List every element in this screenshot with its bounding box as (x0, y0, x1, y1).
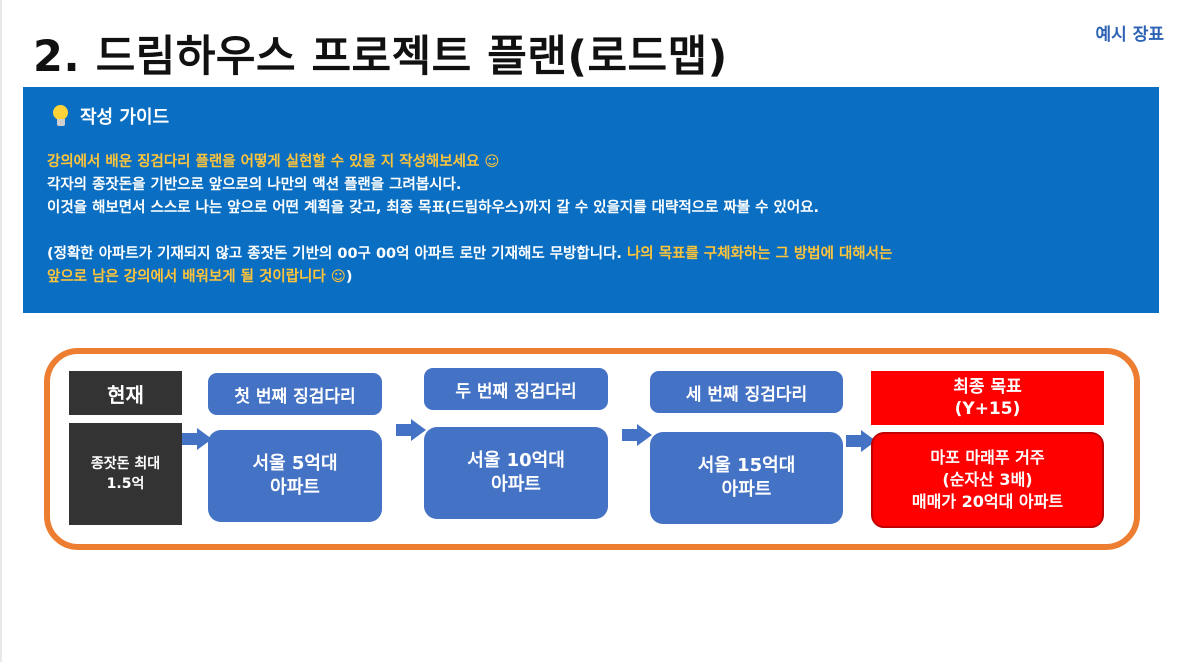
step-1-header: 첫 번째 징검다리 (208, 373, 382, 415)
current-header: 현재 (69, 371, 182, 415)
step-1-target: 서울 5억대 아파트 (208, 430, 382, 522)
step-2-header: 두 번째 징검다리 (424, 368, 608, 410)
page-title: 2. 드림하우스 프로젝트 플랜(로드맵) (33, 32, 728, 82)
final-goal-year: (Y+15) (954, 399, 1021, 419)
arrow-right-icon (396, 419, 426, 441)
final-goal-target: 마포 마래푸 거주 (순자산 3배) 매매가 20억대 아파트 (871, 432, 1104, 528)
guide-note-highlight: 나의 목표를 구체화하는 그 방법에 대해서는 (626, 246, 893, 262)
arrow-right-icon (622, 424, 652, 446)
guide-line: 각자의 종잣돈을 기반으로 앞으로의 나만의 액션 플랜을 그려봅시다. (47, 177, 462, 193)
final-goal-title: 최종 목표 (953, 377, 1022, 397)
guide-line: 앞으로 남은 강의에서 배워보게 될 것이랍니다 ☺) (47, 266, 1135, 289)
step-2-target: 서울 10억대 아파트 (424, 427, 608, 519)
guide-note-highlight: 앞으로 남은 강의에서 배워보게 될 것이랍니다 ☺ (47, 269, 346, 285)
slide-edge (0, 0, 2, 662)
final-goal-line: 매매가 20억대 아파트 (911, 492, 1064, 511)
current-line: 1.5억 (106, 476, 145, 492)
guide-line: 강의에서 배운 징검다리 플랜을 어떻게 실현할 수 있을 지 작성해보세요 ☺ (47, 154, 500, 170)
current-seed-money: 종잣돈 최대 1.5억 (69, 423, 182, 525)
current-line: 종잣돈 최대 (90, 456, 161, 472)
guide-line: 이것을 해보면서 스스로 나는 앞으로 어떤 계획을 갖고, 최종 목표(드림하… (47, 200, 820, 216)
step-3-target: 서울 15억대 아파트 (650, 432, 843, 524)
step-3-line: 아파트 (721, 479, 772, 500)
step-2-line: 아파트 (491, 474, 541, 495)
final-goal-header: 최종 목표 (Y+15) (871, 371, 1104, 425)
step-1-line: 아파트 (270, 477, 320, 498)
step-1-line: 서울 5억대 (252, 453, 338, 474)
guide-note: (정확한 아파트가 기재되지 않고 종잣돈 기반의 00구 00억 아파트 로만… (47, 246, 627, 262)
guide-header: 작성 가이드 (52, 103, 1135, 129)
final-goal-line: (순자산 3배) (942, 470, 1033, 489)
roadmap-frame (44, 348, 1140, 550)
step-2-line: 서울 10억대 (467, 450, 565, 471)
step-3-line: 서울 15억대 (697, 455, 796, 476)
final-goal-line: 마포 마래푸 거주 (930, 448, 1045, 467)
example-slide-label: 예시 장표 (1095, 25, 1164, 45)
writing-guide-box: 작성 가이드 강의에서 배운 징검다리 플랜을 어떻게 실현할 수 있을 지 작… (23, 87, 1159, 313)
guide-note-close: ) (345, 269, 353, 285)
guide-title: 작성 가이드 (80, 107, 170, 128)
guide-text: 강의에서 배운 징검다리 플랜을 어떻게 실현할 수 있을 지 작성해보세요 ☺… (47, 151, 1135, 289)
step-3-header: 세 번째 징검다리 (650, 371, 843, 413)
guide-line: (정확한 아파트가 기재되지 않고 종잣돈 기반의 00구 00억 아파트 로만… (47, 243, 1135, 266)
lightbulb-icon (52, 105, 70, 127)
